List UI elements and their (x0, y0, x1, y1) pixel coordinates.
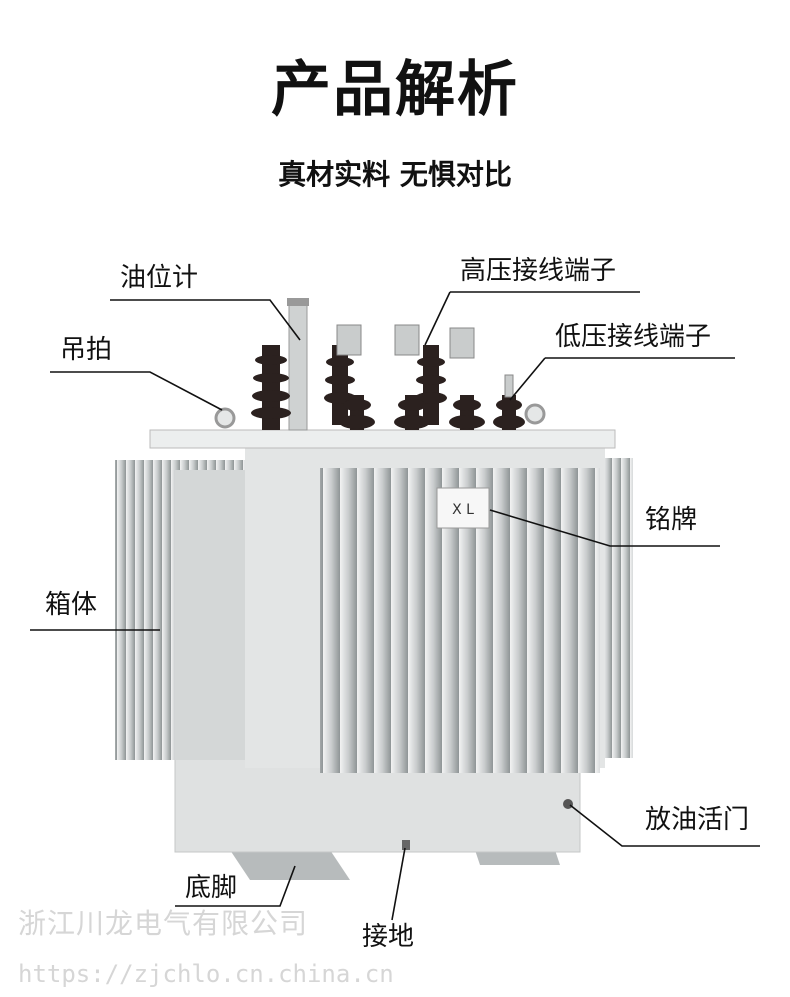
label-nameplate: 铭牌 (645, 505, 698, 535)
left-side-panel (175, 470, 250, 760)
top-cover (149, 429, 616, 449)
page-subtitle: 真材实料 无惧对比 (278, 158, 512, 191)
label-lifting-lug: 吊拍 (60, 335, 113, 365)
hv-bushing-left (251, 345, 291, 430)
hv-bushing-back-2 (415, 345, 447, 425)
label-lv-terminal: 低压接线端子 (555, 322, 712, 352)
page-title: 产品解析 (271, 55, 519, 125)
terminal-plates (336, 324, 514, 398)
lv-bushing-3 (449, 395, 485, 430)
lifting-lug-right (524, 403, 546, 425)
lv-bushing-2 (394, 395, 430, 430)
nameplate-text: X L (452, 502, 474, 518)
watermark-company: 浙江川龙电气有限公司 (18, 907, 309, 940)
oil-gauge (288, 301, 308, 431)
leader-lines (30, 291, 760, 921)
ground-bolt (402, 840, 410, 850)
nameplate (436, 487, 490, 529)
oil-gauge-cap (287, 298, 309, 306)
watermark-url: https://zjchlo.cn.china.cn (18, 960, 394, 988)
label-drain-valve: 放油活门 (645, 805, 750, 835)
lifting-lug-left (214, 407, 236, 429)
label-hv-terminal: 高压接线端子 (460, 256, 617, 286)
lv-bushing-4 (493, 395, 525, 430)
label-oil-gauge: 油位计 (120, 263, 199, 293)
bushings (251, 345, 525, 430)
label-base-foot: 底脚 (185, 873, 238, 903)
label-tank: 箱体 (45, 590, 98, 620)
drain-valve (563, 799, 573, 809)
label-grounding: 接地 (362, 922, 415, 952)
lv-bushing-1 (339, 395, 375, 430)
